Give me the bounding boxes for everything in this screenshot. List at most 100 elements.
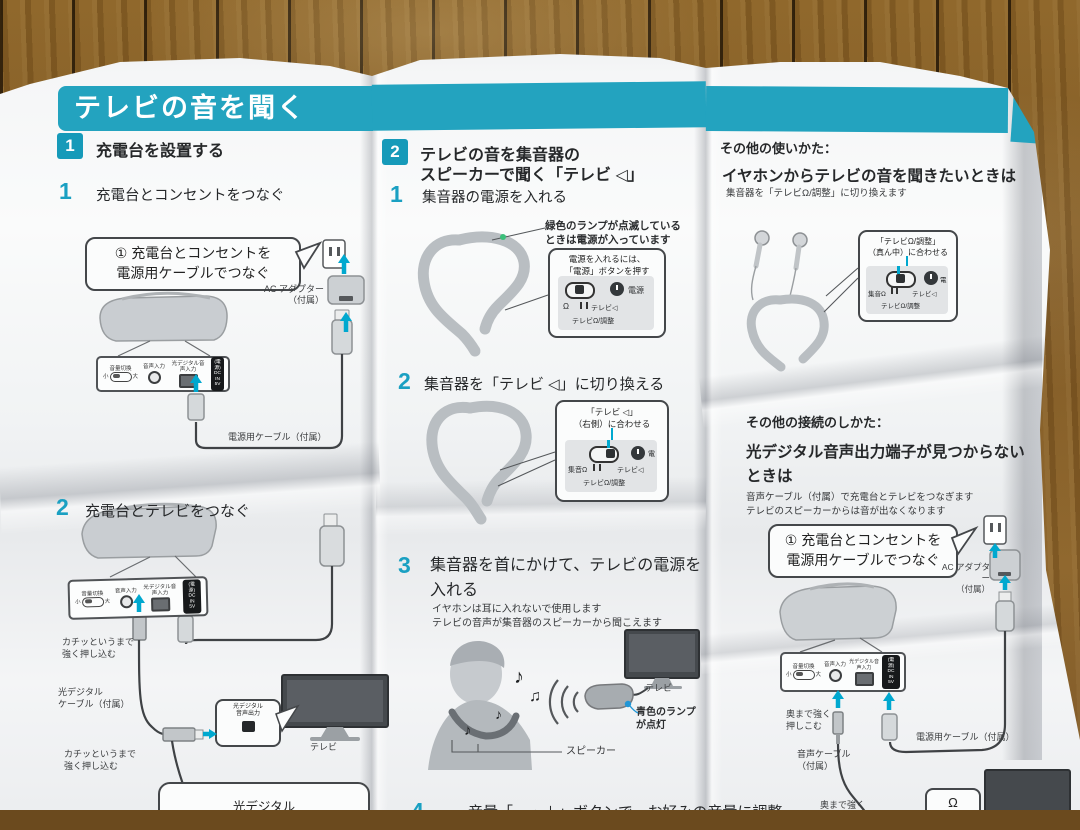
blue-lamp-icon (624, 700, 632, 708)
section-2-title-line2: スピーカーで聞く「テレビ ◁」 (420, 167, 644, 184)
connection-title-line1: 光デジタル音声出力端子が見つからない (746, 444, 1025, 461)
power-label: 電源 (628, 286, 644, 295)
section-2-title-line1: テレビの音を集音器の (420, 147, 581, 164)
optical-out-callout: 光デジタル 音声出力 (215, 699, 281, 747)
audio-in-group: 音声入力 (143, 364, 165, 384)
dc-in-port: (電源)DC IN 5V (182, 579, 202, 614)
other-usage-heading: その他の使いかた： (720, 141, 838, 156)
tv-speaker-label: テレビ◁ (591, 305, 618, 312)
tv-headphone-adjust-label: テレビΩ/調整 (583, 480, 626, 487)
section-1-number: 1 (57, 133, 83, 159)
volume-slider-icon (792, 670, 815, 680)
cutoff-text: 光デジタル (232, 800, 296, 814)
tv-speaker-label: テレビ◁ (617, 467, 644, 474)
page-title: テレビの音を聞く (74, 93, 306, 123)
audio-jack-icon (119, 595, 133, 609)
tv-label: テレビ (645, 683, 673, 693)
other-connection-heading: その他の接続のしかた： (746, 415, 890, 430)
volume-switch-label: 音量切換 (109, 366, 132, 372)
volume-switch-group: 音量切換 小大 (103, 366, 139, 382)
step-text: 充電台とテレビをつなぐ (85, 503, 251, 520)
power-button-icon (631, 446, 645, 460)
control-panel-graphic: 電 集音Ω テレビ◁ テレビΩ/調整 (565, 440, 657, 492)
power-cable-label: 電源用ケーブル（付属） (916, 732, 1015, 742)
step-number: 3 (398, 552, 411, 578)
tv-headphone-adjust-label: テレビΩ/調整 (572, 318, 615, 325)
connection-title-line2: ときは (746, 468, 793, 485)
ac-adapter-label: AC アダプター（付属） (941, 562, 990, 594)
green-lamp-icon (500, 234, 506, 240)
power-cable-label: 電源用ケーブル（付属） (228, 432, 327, 442)
horizontal-wrinkle (0, 435, 382, 541)
callout-line1: ① 充電台とコンセントを (114, 245, 272, 261)
step-number: 4 (411, 798, 424, 824)
dc-in-port: (電源)DC IN 5V (882, 655, 900, 689)
headphone-jack-callout: Ω (925, 788, 981, 810)
tv-headphone-adjust-label: テレビΩ/調整 (881, 303, 921, 310)
mode-slider-icon (589, 440, 619, 463)
push-until-click-label: カチッというまで強く押し込む (64, 749, 137, 771)
section-2-number: 2 (382, 139, 408, 165)
power-on-inset: 電源を入れるには、 「電源」ボタンを押す 電源 Ω テレビ◁ テレビΩ/調整 (548, 248, 666, 338)
step-text: 充電台とコンセントをつなぐ (96, 188, 285, 204)
optical-out-port-icon (241, 721, 255, 732)
optical-port-icon (854, 671, 874, 686)
push-firmly-label: 奥まで強く押しこむ (786, 709, 832, 731)
dock-ports-panel: 音量切換 小大 音声入力 光デジタル音声入力 (電源)DC IN 5V (96, 356, 230, 392)
power-button-icon (924, 271, 938, 285)
usage-subtext: 集音器を「テレビΩ/調整」に切り換えます (726, 188, 907, 199)
step-text-line1: 集音器を首にかけて、テレビの電源を (430, 557, 702, 574)
volume-switch-group: 音量切換 小大 (75, 590, 111, 608)
optical-in-group: 光デジタル音声入力 (142, 583, 179, 612)
audio-jack-icon (828, 669, 842, 682)
optical-port-icon (150, 596, 170, 612)
music-note-icon: ♫ (529, 688, 541, 705)
dock-ports-panel: 音量切換 小大 音声入力 光デジタル音声入力 (電源)DC IN 5V (67, 576, 209, 620)
optical-in-group: 光デジタル音声入力 (849, 659, 879, 686)
headphone-icon: Ω (563, 302, 569, 311)
audio-in-label: 音声入力 (143, 364, 166, 370)
step-text-cutoff: 音量「ー・＋」ボタンで、お好みの音量に調整 (468, 804, 783, 821)
step-text: 集音器の電源を入れる (422, 190, 567, 206)
mode-slider-icon (565, 282, 595, 299)
power-label-partial: 電 (648, 451, 655, 458)
connection-subtext: 音声ケーブル（付属）で充電台とテレビをつなぎます (746, 492, 974, 503)
switch-right-inset: 「テレビ ◁」 （右側）に合わせる 電 集音Ω テレビ◁ テレビΩ/調整 (555, 400, 669, 502)
speaker-label: スピーカー (566, 746, 616, 757)
vertical-fold-crease (694, 54, 722, 810)
tv-label: テレビ (310, 742, 338, 752)
step-number: 2 (56, 494, 69, 520)
power-button-icon (610, 282, 624, 296)
dc-in-port: (電源)DC IN 5V (211, 357, 224, 391)
pointer-line (611, 428, 613, 440)
connect-outlet-callout: ① 充電台とコンセントを 電源用ケーブルでつなぐ (85, 237, 301, 291)
audio-in-group: 音声入力 (824, 662, 846, 682)
headphone-icon: Ω (948, 795, 958, 810)
title-banner-segment (371, 81, 707, 131)
ac-adapter-label: AC アダプター（付属） (263, 284, 324, 305)
control-panel-graphic: 電源 Ω テレビ◁ テレビΩ/調整 (558, 276, 654, 330)
push-until-click-label: カチッというまで強く押し込む (62, 637, 135, 659)
optical-cable-label: 光デジタルケーブル（付属） (58, 687, 130, 709)
collect-headphone-label: 集音Ω (568, 467, 588, 474)
instruction-leaflet: テレビの音を聞く (0, 0, 1080, 810)
section-1-title: 充電台を設置する (96, 143, 225, 160)
audio-cable-label: 音声ケーブル（付属） (797, 749, 851, 771)
collect-headphone-label: 集音Ω (868, 291, 886, 298)
step-text-line2: 入れる (430, 582, 479, 599)
step-number: 1 (59, 178, 72, 204)
connect-outlet-callout: ① 充電台とコンセントを 電源用ケーブルでつなぐ (768, 524, 958, 578)
tv-speaker-label: テレビ◁ (912, 291, 937, 298)
blue-lamp-note: 青色のランプが点灯 (636, 707, 696, 731)
step-subtext: イヤホンは耳に入れないで使用します (432, 604, 602, 615)
audio-jack-icon (147, 371, 161, 384)
switch-middle-inset: 「テレビΩ/調整」 （真ん中）に合わせる 電 集音Ω テレビ◁ テレビΩ/調整 (858, 230, 958, 322)
cutoff-callout: 光デジタル (158, 782, 370, 814)
music-note-icon: ♪ (514, 666, 524, 688)
callout-line2: 電源用ケーブルでつなぐ (116, 265, 270, 281)
power-label-partial: 電 (940, 277, 947, 284)
audio-in-group: 音声入力 (115, 588, 138, 609)
music-note-icon: ♪ (495, 706, 502, 722)
volume-slider-icon (81, 596, 104, 608)
step-text: 集音器を「テレビ ◁」に切り換える (424, 376, 665, 393)
